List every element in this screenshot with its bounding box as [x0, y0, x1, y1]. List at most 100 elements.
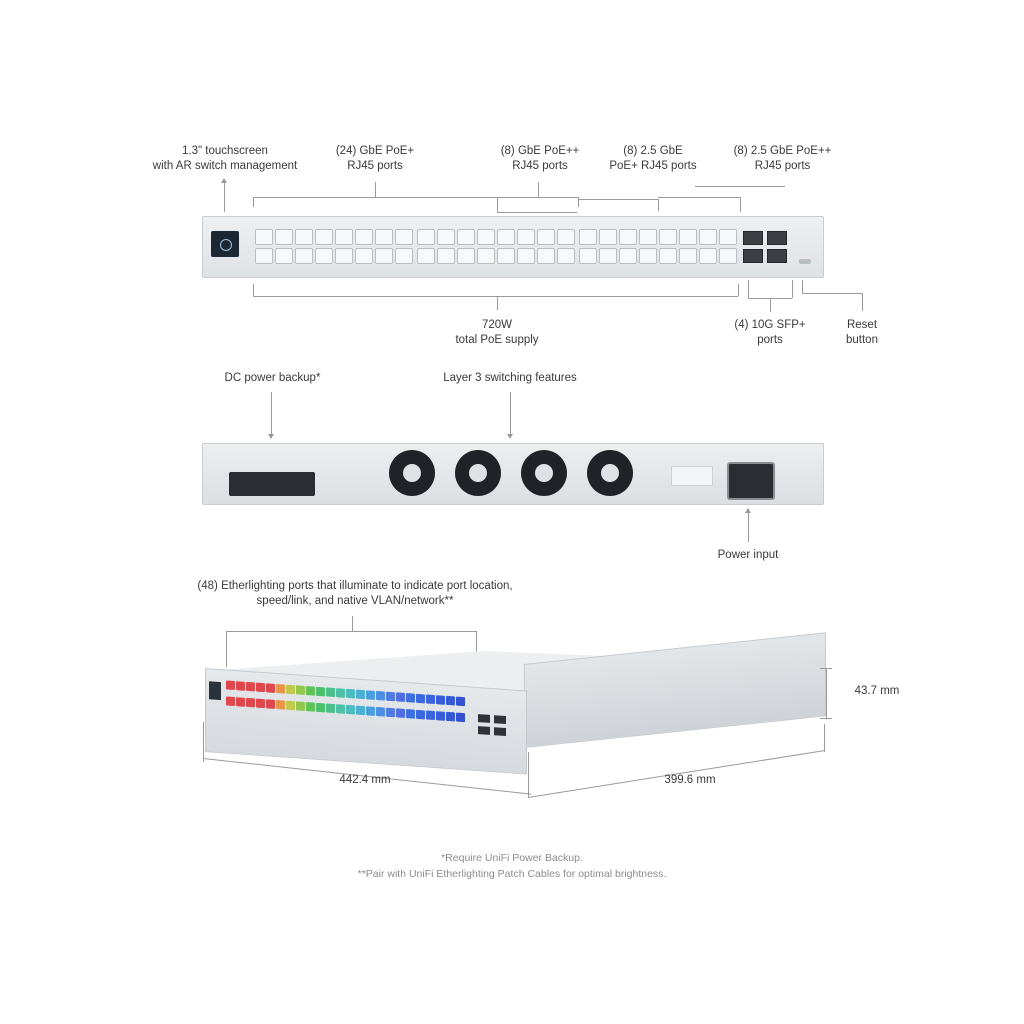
sfp-port-block	[743, 231, 787, 263]
etherlighting-port	[346, 704, 355, 715]
rj45-port	[315, 229, 333, 245]
etherlighting-port	[266, 683, 275, 693]
rj45-port	[315, 248, 333, 264]
rj45-port	[537, 229, 555, 245]
etherlighting-port	[456, 712, 465, 723]
sfp-label: (4) 10G SFP+ ports	[734, 319, 806, 346]
bracket-tick	[748, 280, 749, 298]
bracket-tick	[740, 197, 741, 212]
etherlighting-port	[406, 709, 415, 719]
rj45-port	[355, 229, 373, 245]
bracket-tick	[253, 284, 254, 296]
footnote-2: **Pair with UniFi Etherlighting Patch Ca…	[357, 868, 667, 880]
bracket-tick	[375, 182, 376, 197]
sfp-port	[478, 714, 490, 723]
height-label: 43.7 mm	[854, 685, 900, 697]
etherlighting-port	[366, 690, 375, 700]
etherlighting-port	[346, 688, 355, 699]
rj45-port	[295, 248, 313, 264]
dim-tick	[203, 722, 204, 762]
touchscreen-leader	[224, 182, 225, 212]
bracket-tick	[538, 182, 539, 197]
bracket-tick	[802, 280, 803, 293]
rj45-port	[679, 229, 697, 245]
bracket-tick	[770, 298, 771, 312]
bracket-tick	[497, 197, 498, 212]
rj45-port	[639, 248, 657, 264]
rj45-port	[477, 229, 495, 245]
gbe25-poe-plus-label: (8) 2.5 GbE PoE+ RJ45 ports	[609, 145, 697, 172]
etherlighting-port	[236, 697, 245, 707]
bracket-tick	[253, 197, 254, 207]
sfp-port	[743, 249, 763, 263]
rj45-port	[255, 229, 273, 245]
bracket-gbe-poe-plus	[253, 197, 578, 198]
rj45-port	[719, 248, 737, 264]
etherlighting-port	[426, 694, 435, 705]
power-input-label: Power input	[717, 549, 779, 561]
dim-tick	[528, 752, 529, 798]
rj45-port-block-3	[579, 229, 737, 264]
rj45-port	[375, 229, 393, 245]
etherlighting-label: (48) Etherlighting ports that illuminate…	[197, 580, 513, 607]
dc-backup-label: DC power backup*	[224, 372, 321, 384]
touchscreen-display	[211, 231, 239, 257]
bracket-link	[695, 186, 785, 187]
etherlighting-port	[376, 706, 385, 717]
rj45-port	[437, 248, 455, 264]
rj45-port	[517, 248, 535, 264]
dim-tick	[820, 668, 832, 669]
bracket-gbe25-poe-plus	[578, 199, 658, 200]
sfp-port	[767, 231, 787, 245]
rj45-port	[537, 248, 555, 264]
rj45-port	[457, 229, 475, 245]
gbe-poe-plusplus-label: (8) GbE PoE++ RJ45 ports	[500, 145, 580, 172]
poe-supply-label: 720W total PoE supply	[455, 319, 539, 346]
rj45-port	[517, 229, 535, 245]
touchscreen-label: 1.3" touchscreen with AR switch manageme…	[152, 145, 298, 172]
rj45-port	[335, 229, 353, 245]
rj45-port	[497, 229, 515, 245]
etherlighting-port	[316, 686, 325, 697]
gbe-poe-plus-label: (24) GbE PoE+ RJ45 ports	[335, 145, 415, 172]
rj45-port	[417, 248, 435, 264]
rj45-port	[557, 248, 575, 264]
rj45-port	[579, 248, 597, 264]
sfp-port	[743, 231, 763, 245]
rj45-port	[437, 229, 455, 245]
etherlighting-port	[276, 699, 285, 710]
etherlighting-port	[426, 710, 435, 721]
rj45-port	[639, 229, 657, 245]
bracket-gbe25-poe-plusplus	[658, 197, 740, 198]
etherlighting-port	[256, 682, 265, 693]
etherlighting-port	[256, 698, 265, 709]
gbe25-poe-plusplus-label: (8) 2.5 GbE PoE++ RJ45 ports	[733, 145, 832, 172]
footnote-1: *Require UniFi Power Backup.	[441, 852, 583, 864]
switch-rear-panel	[202, 443, 824, 505]
fan-icon	[521, 450, 567, 496]
rj45-port	[457, 248, 475, 264]
bracket-tick	[862, 293, 863, 311]
dc-backup-leader	[271, 392, 272, 436]
rj45-port	[355, 248, 373, 264]
rj45-port	[255, 248, 273, 264]
sfp-port	[494, 727, 506, 737]
etherlighting-port	[396, 708, 405, 718]
etherlighting-port	[366, 706, 375, 716]
dc-backup-arrow	[268, 434, 274, 439]
rj45-port	[679, 248, 697, 264]
rj45-port	[335, 248, 353, 264]
etherlighting-port	[286, 700, 295, 711]
fan-icon	[389, 450, 435, 496]
rj45-port	[497, 248, 515, 264]
etherlighting-port	[396, 692, 405, 702]
etherlighting-port	[356, 689, 365, 700]
etherlighting-port	[266, 699, 275, 709]
height-dim-line	[826, 668, 827, 718]
fan-icon	[587, 450, 633, 496]
etherlighting-port	[446, 711, 455, 722]
bracket-tick	[352, 616, 353, 631]
rj45-port	[375, 248, 393, 264]
bracket-tick	[738, 284, 739, 296]
rj45-port	[395, 229, 413, 245]
